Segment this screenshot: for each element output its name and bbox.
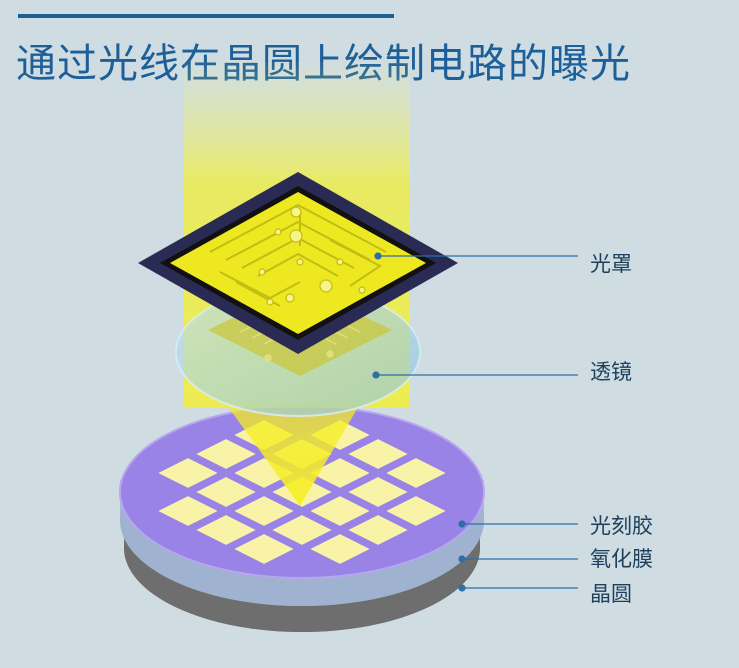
leader-wafer-dot [458,584,466,592]
exposed-die [234,534,294,564]
exposed-die [310,534,370,564]
exposed-die [310,458,370,488]
exposed-die [386,458,446,488]
label-wafer: 晶圆 [590,582,632,606]
leader-photomask-dot [374,252,382,260]
label-oxide-film: 氧化膜 [590,547,653,571]
exposed-die [158,496,218,526]
leader-oxide-film-dot [458,555,466,563]
leader-lines [372,252,578,592]
label-photomask: 光罩 [590,252,632,276]
title-accent-bar [18,14,394,18]
exposed-die [310,496,370,526]
exposed-die [196,477,256,507]
leader-lens-dot [372,371,380,379]
exposed-die [348,477,408,507]
exposed-die [234,496,294,526]
exposed-die [348,439,408,469]
leader-photoresist-dot [458,520,466,528]
label-lens: 透镜 [590,360,632,384]
exposed-die [386,496,446,526]
light-cone [226,404,360,506]
exposed-die [196,439,256,469]
exposed-die [272,515,332,545]
exposed-die [348,515,408,545]
label-photoresist: 光刻胶 [590,514,653,538]
mask-circuit-pads [258,206,366,306]
photomask [138,172,458,354]
exposed-die [158,458,218,488]
exposed-die [196,515,256,545]
